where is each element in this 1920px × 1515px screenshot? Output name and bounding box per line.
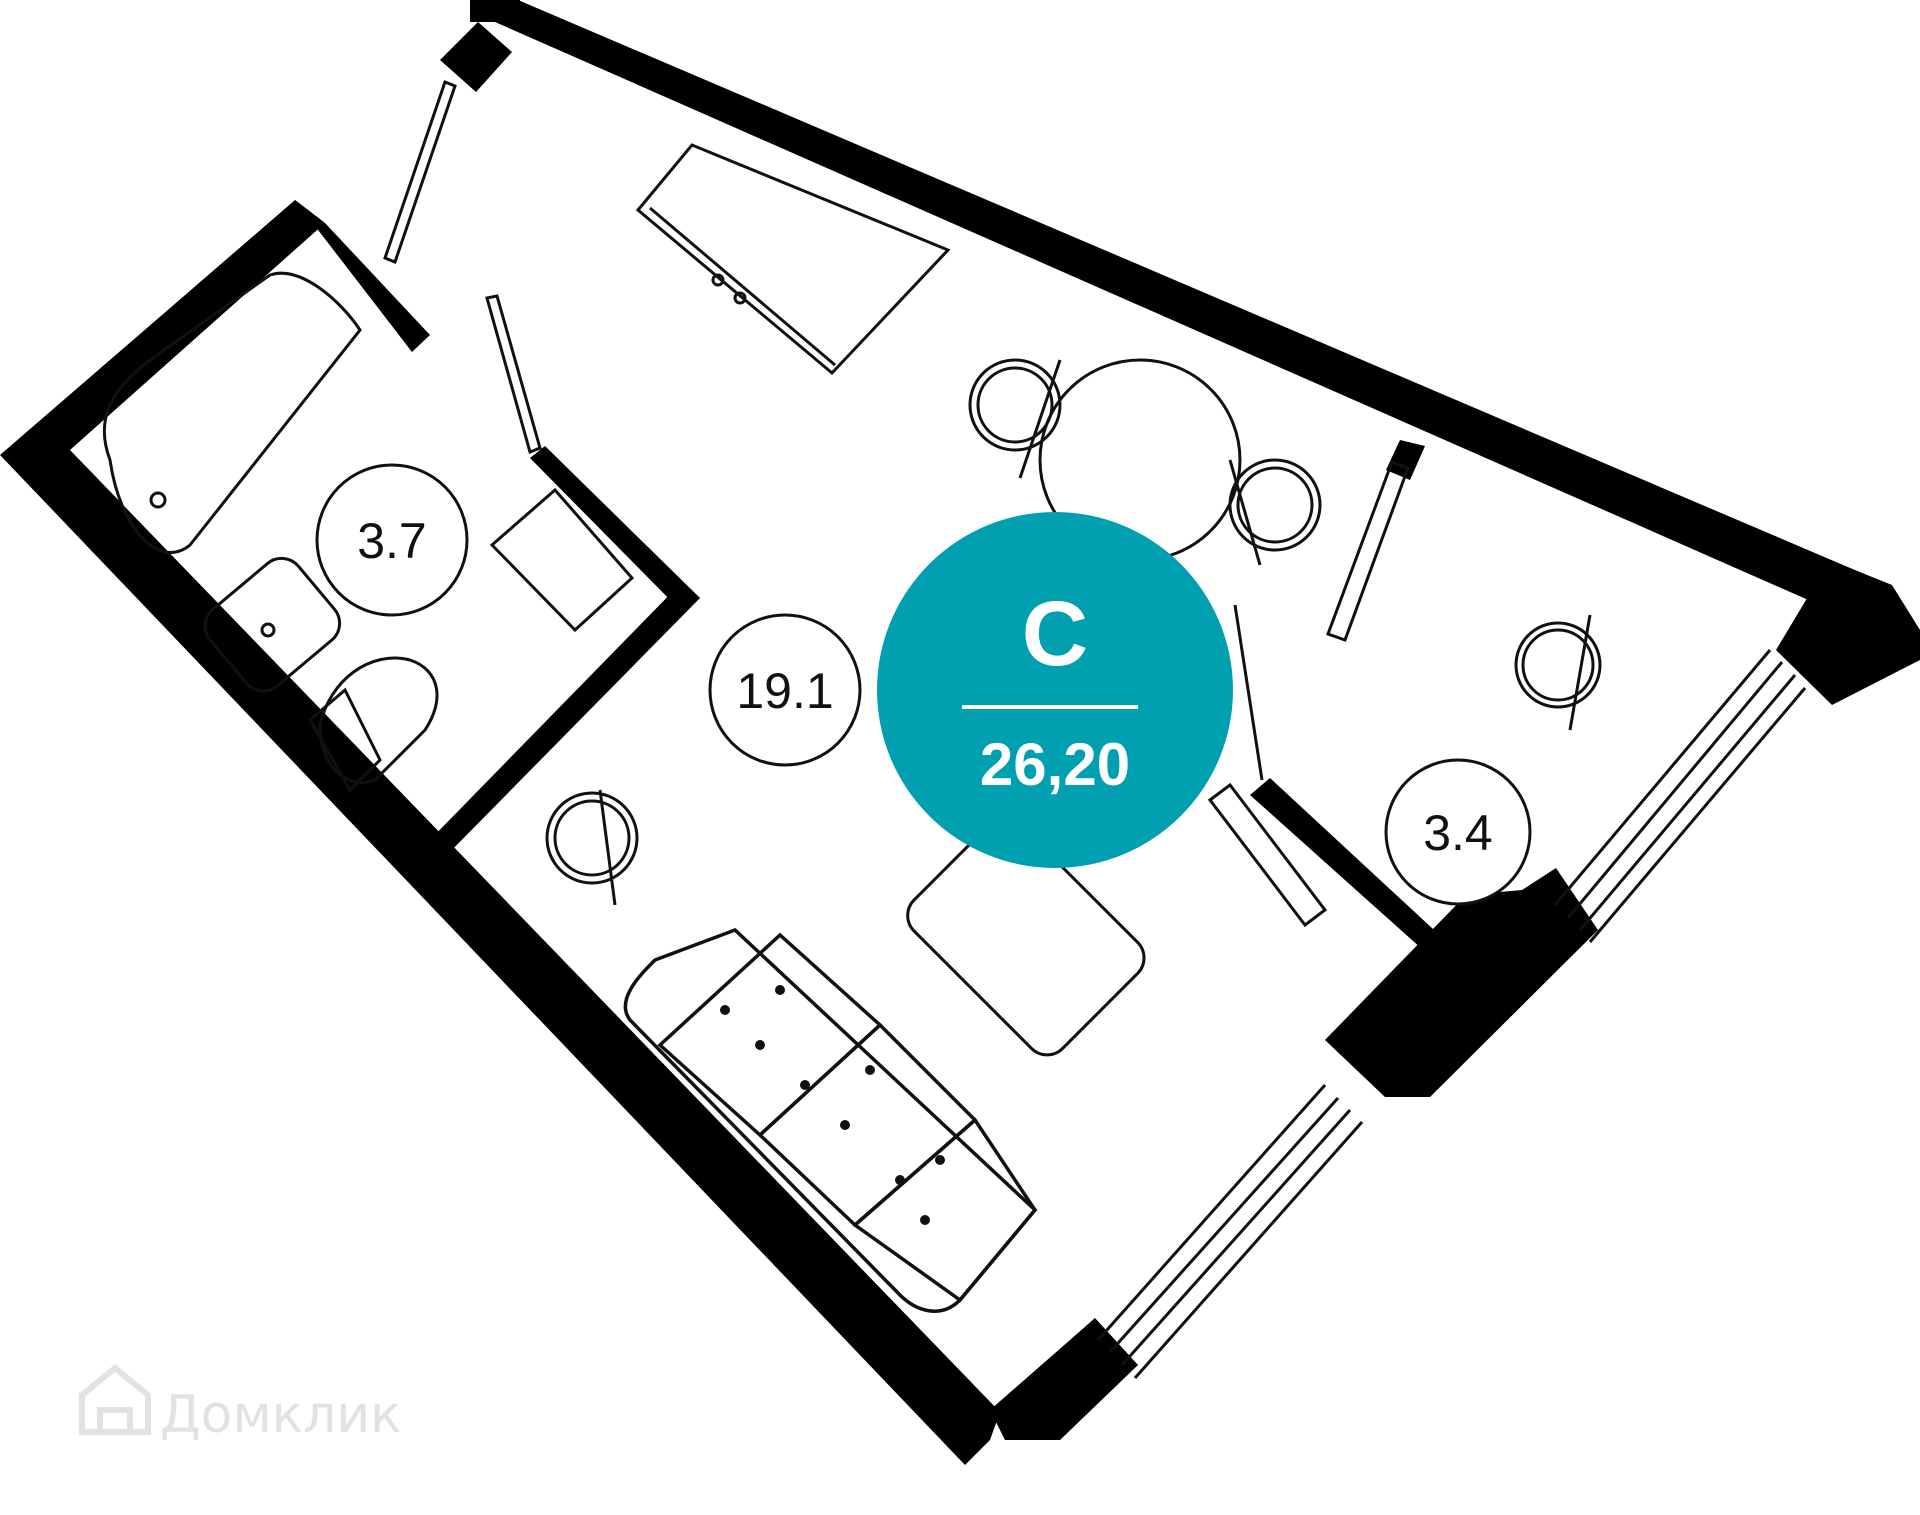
unit-badge: С 26,20 [877, 512, 1233, 868]
window-bottom [1096, 1084, 1364, 1379]
balcony-door-leaf [1233, 604, 1264, 781]
sofa [623, 927, 1038, 1313]
room-bathroom-area: 3.7 [315, 463, 469, 617]
watermark-text: Домклик [160, 1385, 402, 1445]
unit-type: С [1022, 583, 1088, 685]
chair [1514, 614, 1602, 731]
coffee-table [906, 817, 1146, 1057]
sink [203, 556, 342, 693]
wall-entry-corner [440, 22, 512, 92]
wall-balcony-partition [1250, 778, 1447, 958]
svg-text:19.1: 19.1 [736, 663, 833, 719]
unit-badge-circle [877, 512, 1233, 868]
washing-machine [489, 487, 635, 633]
wardrobe [635, 143, 951, 376]
chair [545, 789, 639, 906]
wall-closet-side [530, 446, 700, 612]
sofa-buttons [720, 985, 945, 1225]
balcony-door-frame [1326, 460, 1410, 642]
house-logo-icon [79, 1364, 151, 1435]
wall-balcony-top [1386, 440, 1425, 480]
windows [1096, 649, 1807, 1379]
svg-text:3.4: 3.4 [1423, 805, 1493, 861]
room-balcony-area: 3.4 [1384, 758, 1532, 906]
bathtub [102, 271, 362, 554]
wall-bath-partition [425, 582, 700, 860]
unit-total-area: 26,20 [980, 731, 1130, 798]
entry-door [383, 80, 457, 264]
chair [968, 358, 1062, 479]
bathroom-door [485, 294, 542, 455]
desk [1207, 782, 1328, 928]
wall-bath-top [295, 200, 430, 352]
walls [0, 0, 1920, 1465]
window-right [1553, 649, 1807, 943]
bathroom-fixtures [102, 271, 635, 793]
wall-left [0, 200, 1000, 1465]
svg-text:3.7: 3.7 [357, 513, 427, 569]
chair [1228, 458, 1322, 566]
wall-top [495, 0, 1890, 628]
wall-mid-pier [1325, 868, 1598, 1097]
wall-bottom-pier [990, 1318, 1138, 1440]
wall-right-corner [1776, 560, 1920, 705]
room-main-area: 19.1 [708, 613, 862, 767]
watermark: Домклик [79, 1364, 402, 1445]
doors [383, 80, 1410, 781]
